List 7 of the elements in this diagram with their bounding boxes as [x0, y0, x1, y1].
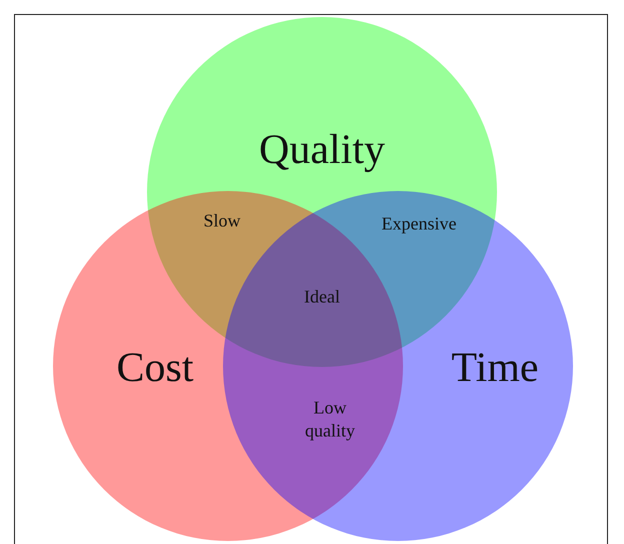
circle-title: Quality	[259, 126, 385, 174]
region-label: Ideal	[303, 285, 341, 308]
region-label: Expensive	[380, 212, 458, 236]
region-label: Slow	[202, 209, 242, 232]
circle-title: Cost	[116, 344, 194, 392]
region-label: Low quality	[304, 396, 356, 443]
circle-title: Time	[451, 344, 539, 392]
